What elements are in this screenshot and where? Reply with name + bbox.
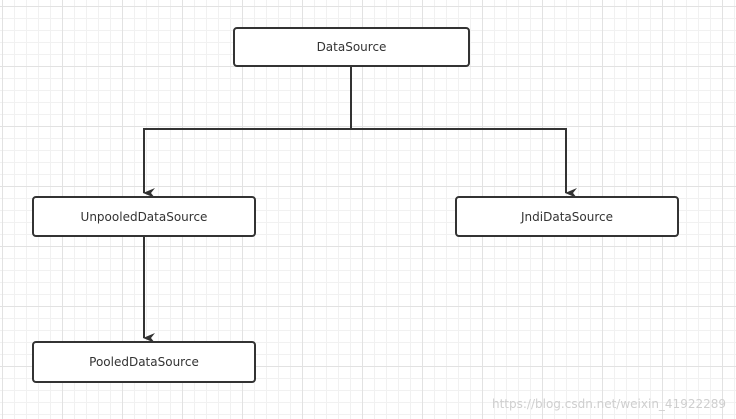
node-label: DataSource: [316, 40, 387, 54]
node-label: PooledDataSource: [89, 355, 199, 369]
node-pooled-datasource[interactable]: PooledDataSource: [32, 341, 256, 383]
node-label: JndiDataSource: [521, 209, 613, 224]
edge-datasource-to-unpooled: [143, 67, 352, 198]
node-jndi-datasource[interactable]: JndiDataSource: [455, 196, 679, 237]
watermark-text: https://blog.csdn.net/weixin_41922289: [491, 397, 726, 411]
node-datasource[interactable]: DataSource: [233, 27, 470, 67]
node-unpooled-datasource[interactable]: UnpooledDataSource: [32, 196, 256, 237]
node-label: UnpooledDataSource: [80, 209, 208, 224]
edge-datasource-to-jndi: [351, 128, 577, 198]
